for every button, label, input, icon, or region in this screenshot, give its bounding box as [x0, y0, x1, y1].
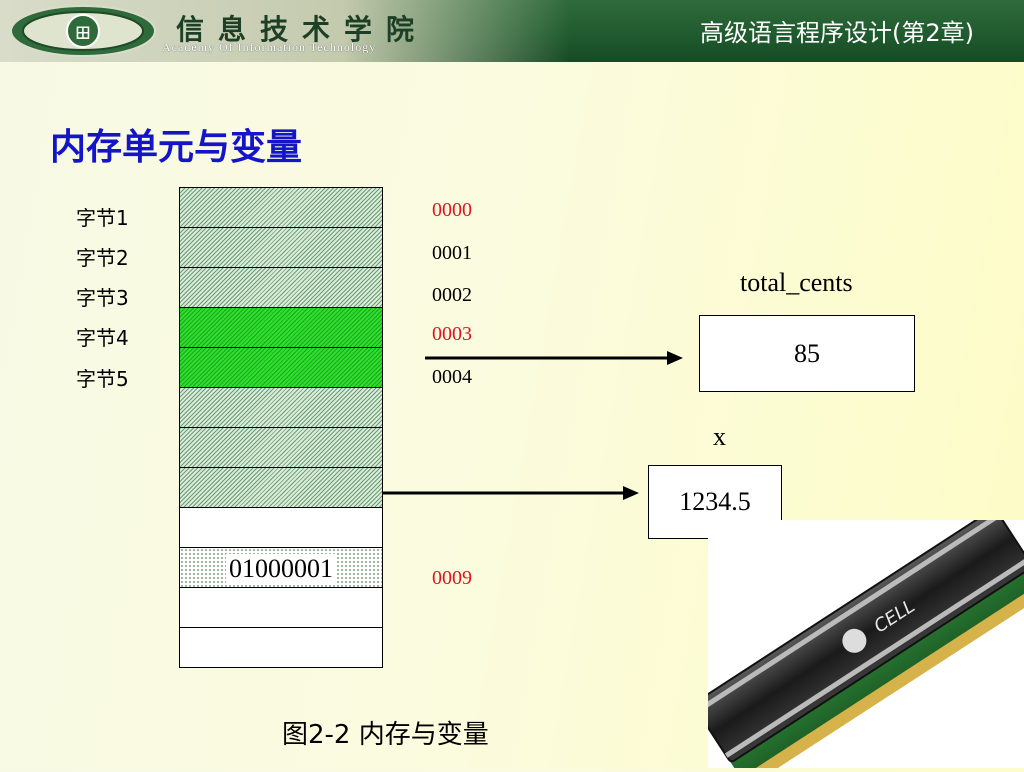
variable-name: total_cents	[740, 268, 853, 297]
header-bar: ⊞ 信息技术学院 Academy Of Information Technolo…	[0, 0, 1024, 62]
arrow-to-total-cents	[425, 351, 683, 365]
memory-column: 01000001	[179, 187, 383, 668]
figure-caption: 图2-2 内存与变量	[282, 720, 489, 750]
variable-name: x	[713, 422, 726, 451]
byte-label-5: 字节5	[76, 367, 129, 391]
address-label: 0004	[432, 366, 472, 388]
address-label: 0001	[432, 242, 472, 264]
memory-cell	[179, 267, 383, 307]
memory-cell	[179, 187, 383, 227]
memory-cell	[179, 227, 383, 267]
memory-cell	[179, 387, 383, 427]
memory-cell	[179, 427, 383, 467]
memory-cell-value: 01000001	[179, 547, 383, 587]
address-label: 0002	[432, 284, 472, 306]
address-label: 0003	[432, 323, 472, 345]
cell-value-text: 01000001	[226, 554, 336, 583]
course-title: 高级语言程序设计(第2章)	[700, 19, 974, 47]
variable-value: 1234.5	[679, 487, 751, 516]
address-label: 0000	[432, 199, 472, 221]
variable-box: 85	[699, 315, 915, 392]
memory-cell	[179, 627, 383, 668]
byte-label-1: 字节1	[76, 206, 129, 230]
byte-label-2: 字节2	[76, 246, 129, 270]
school-name-en: Academy Of Information Technology	[162, 40, 377, 54]
ram-module-image: CELL	[693, 508, 1024, 772]
variable-value: 85	[794, 339, 820, 368]
memory-cell	[179, 467, 383, 507]
address-label: 0009	[432, 567, 472, 589]
memory-cell-highlight	[179, 347, 383, 387]
ram-module-icon: CELL	[693, 508, 1024, 772]
memory-cell-highlight	[179, 307, 383, 347]
school-name-cn: 信息技术学院	[176, 13, 429, 46]
slide-title: 内存单元与变量	[50, 127, 303, 168]
arrow-to-x	[383, 486, 639, 500]
school-logo-icon: ⊞	[10, 5, 156, 57]
svg-text:⊞: ⊞	[75, 20, 92, 44]
memory-cell	[179, 587, 383, 627]
byte-label-4: 字节4	[76, 326, 129, 350]
memory-cell	[179, 507, 383, 547]
byte-label-3: 字节3	[76, 286, 129, 310]
